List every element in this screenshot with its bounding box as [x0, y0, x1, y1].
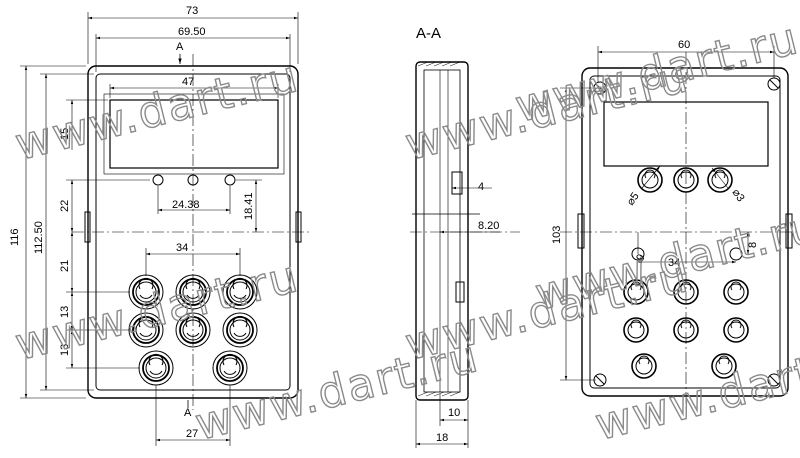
section-title: A-A [416, 25, 441, 42]
dim-led-spacing: 24.38 [172, 199, 200, 211]
dim-step-depth: 4 [478, 181, 484, 193]
dim-hole-dia-small: ⌀3 [730, 187, 747, 204]
front-led-center [187, 174, 199, 186]
dim-bottom-span: 27 [186, 428, 198, 440]
dim-back-width: 60 [678, 39, 690, 51]
dim-step-offset: 8.20 [478, 220, 499, 232]
dim-overall-width: 73 [186, 5, 198, 17]
dim-display-width: 47 [182, 76, 194, 88]
dim-row-offset-13b: 13 [59, 344, 71, 356]
dim-overall-height: 116 [9, 228, 21, 246]
side-inner-outline [423, 69, 461, 393]
front-display-window [109, 99, 279, 169]
section-mark-bottom: A [184, 407, 192, 419]
dim-button-pitch: 34 [668, 257, 680, 269]
back-led-boss-left [637, 167, 663, 193]
dim-overall-depth: 18 [436, 432, 448, 444]
section-mark-top: A [176, 41, 184, 53]
front-display-frame [103, 93, 285, 175]
back-led-boss-right [707, 167, 733, 193]
front-led-right [224, 174, 236, 186]
front-view: 73 69.50 A 47 116 112.50 15 22 [9, 5, 312, 446]
watermark-1: www.dart.ru [10, 51, 304, 171]
dim-led-offset: 18.41 [243, 192, 255, 220]
dim-display-offset: 15 [59, 128, 71, 140]
front-right-clip [295, 211, 302, 243]
dim-row-offset: 8 [747, 242, 759, 248]
dim-button-span: 34 [176, 242, 188, 254]
dim-hole-dia-large: ⌀5 [625, 190, 642, 207]
dim-row-offset-13a: 13 [59, 306, 71, 318]
front-button-r3-left [138, 350, 174, 386]
dim-inner-height: 112.50 [33, 221, 45, 254]
watermark-5: www.dart.ru [510, 13, 800, 133]
front-left-clip [84, 211, 91, 243]
side-clip-step [451, 171, 463, 195]
dim-col-offset: 9 [634, 252, 647, 263]
watermark-2: www.dart.ru [10, 251, 304, 371]
side-view: A-A 4 8.20 10 18 [410, 25, 520, 448]
dim-inner-width: 69.50 [178, 26, 206, 38]
dim-row-offset-21: 21 [59, 260, 71, 272]
side-lower-clip [455, 281, 465, 303]
dim-inner-depth: 10 [448, 407, 460, 419]
side-hatch-top [417, 61, 461, 397]
dim-row-offset-22: 22 [59, 200, 71, 212]
front-led-left [152, 174, 164, 186]
watermark-8: www.dart.ru [590, 331, 800, 451]
dim-back-height: 103 [551, 226, 563, 244]
side-outer-outline [415, 61, 469, 401]
back-view: 60 103 ⌀5 ⌀3 34 8 9 [551, 39, 800, 410]
front-button-r3-right [212, 350, 248, 386]
